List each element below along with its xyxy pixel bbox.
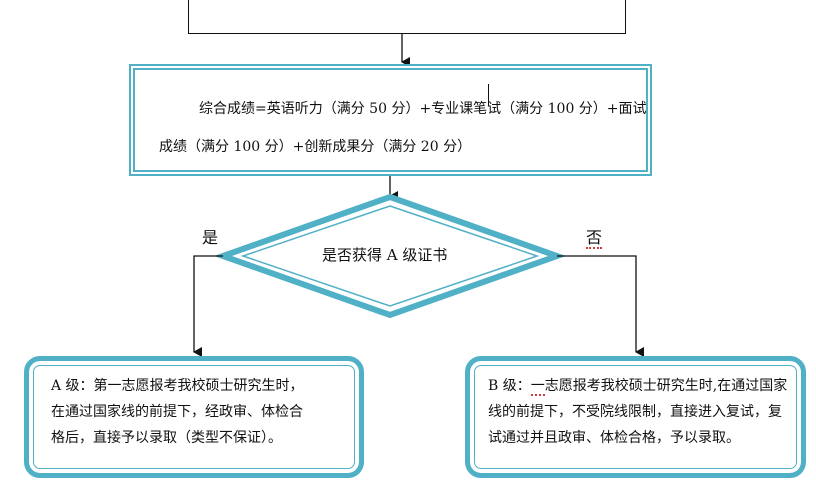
score-formula-box: 综合成绩=英语听力（满分 50 分）+专业课笔试（满分 100 分）+面试 成绩… (129, 64, 652, 176)
arrow-yes-branch (193, 255, 223, 357)
outcome-b-prefix: B 级： (488, 378, 531, 394)
no-label: 否 (586, 224, 603, 249)
decision-question: 是否获得 A 级证书 (322, 246, 448, 264)
outcome-b-line-2: 线的前提下，不受院线限制，直接进入复试，复 (488, 404, 782, 420)
no-label-text: 否 (586, 228, 603, 249)
text-cursor (488, 84, 489, 106)
arrow-no-branch (557, 255, 644, 357)
outcome-b-line-3: 试通过并且政审、体检合格，予以录取。 (488, 430, 740, 446)
outcome-a-text: A 级：第一志愿报考我校硕士研究生时， 在通过国家线的前提下，经政审、体检合 格… (51, 373, 351, 451)
yes-label: 是 (202, 228, 219, 247)
outcome-b-text: B 级：一志愿报考我校硕士研究生时,在通过国家 线的前提下，不受院线限制，直接进… (488, 373, 794, 451)
outcome-b-squiggle-word: 一 (530, 378, 545, 396)
decision-diamond-outer (213, 193, 567, 319)
outcome-a-box: A 级：第一志愿报考我校硕士研究生时， 在通过国家线的前提下，经政审、体检合 格… (24, 356, 364, 478)
formula-line-1: 综合成绩=英语听力（满分 50 分）+专业课笔试（满分 100 分）+面试 (199, 101, 647, 117)
formula-line-2: 成绩（满分 100 分）+创新成果分（满分 20 分） (159, 139, 472, 155)
outcome-b-box: B 级：一志愿报考我校硕士研究生时,在通过国家 线的前提下，不受院线限制，直接进… (465, 356, 806, 478)
previous-step-box (188, 0, 626, 34)
outcome-a-line-3: 格后，直接予以录取（类型不保证）。 (51, 430, 282, 446)
decision-diamond-inner (240, 205, 540, 307)
outcome-b-line-1-rest: 志愿报考我校硕士研究生时,在通过国家 (544, 378, 788, 394)
outcome-a-line-2: 在通过国家线的前提下，经政审、体检合 (51, 404, 303, 420)
outcome-b-line-1: B 级：一志愿报考我校硕士研究生时,在通过国家 (488, 373, 794, 399)
outcome-a-line-1: A 级：第一志愿报考我校硕士研究生时， (51, 378, 304, 394)
